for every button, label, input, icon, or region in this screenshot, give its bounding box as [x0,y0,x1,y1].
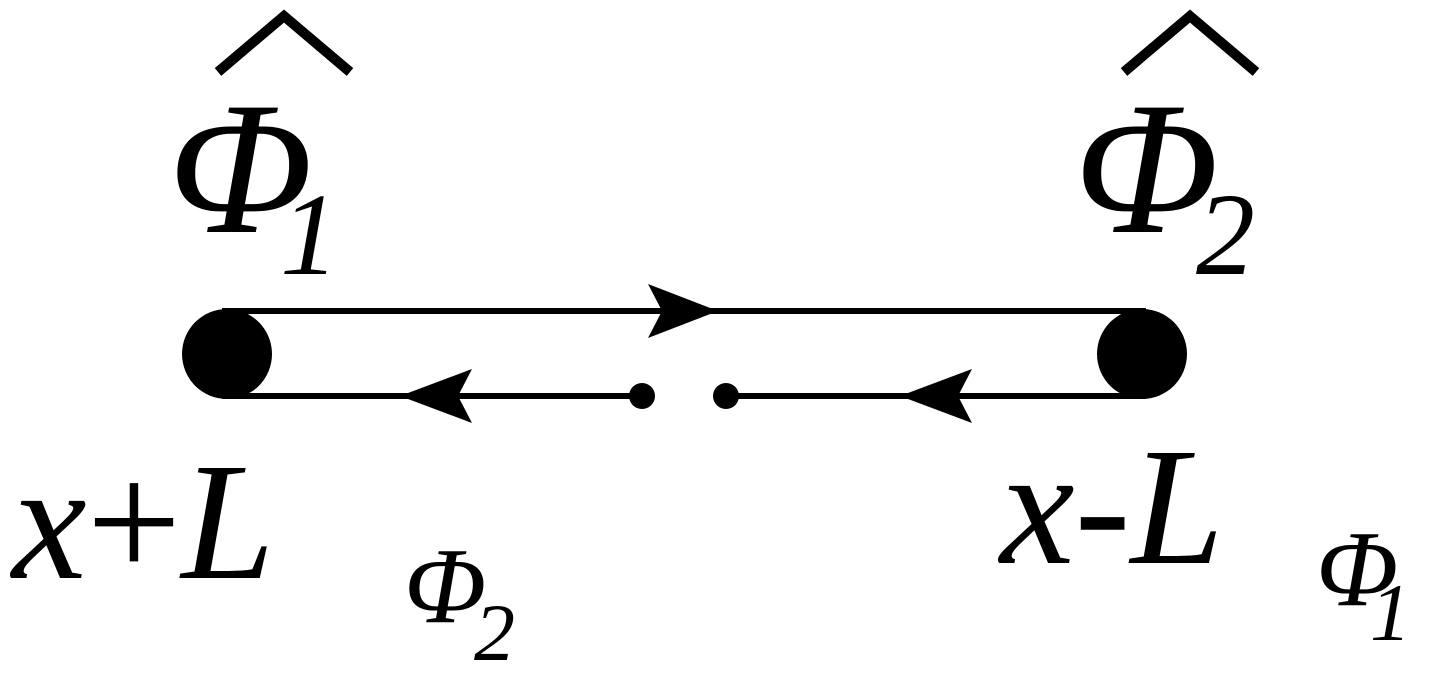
vertex-right-operator-label: Φ 2 [1074,9,1260,300]
position-right-main: x-L [997,414,1224,600]
position-right-base: x [997,414,1075,600]
position-right-sub-index: 1 [1370,567,1411,658]
position-right-sub-symbol: Φ [1316,510,1398,629]
vertex-right-symbol: Φ [1074,64,1219,274]
bottom-left-arrow-left [400,369,472,423]
position-left-sub-symbol: Φ [404,527,486,646]
position-right-length-symbol: L [1129,414,1224,600]
position-left-sub-index: 2 [474,587,515,675]
position-left-operator: + [87,429,182,615]
bottom-right-arrow-left [900,369,972,423]
vertex-right-position-label: x-L Φ 1 [997,414,1411,658]
vertex-left-position-label: x+L Φ 2 [9,429,515,675]
vertex-right-dot [1097,309,1187,399]
position-left-length-symbol: L [179,429,274,615]
hat-accent-right [1120,9,1260,76]
split-dot-left [629,383,655,409]
position-right-operator: - [1075,414,1131,600]
vertex-left-symbol: Φ [168,64,313,274]
position-left-main: x+L [9,429,275,615]
split-dot-right [713,383,739,409]
hat-accent-left [214,9,354,76]
vertex-left-subscript: 1 [280,169,339,300]
top-arrow-right [648,284,718,338]
vertex-right-subscript: 2 [1196,169,1255,300]
vertex-left-operator-label: Φ 1 [168,9,354,300]
position-left-base: x [9,429,87,615]
vertex-left-dot [182,309,272,399]
